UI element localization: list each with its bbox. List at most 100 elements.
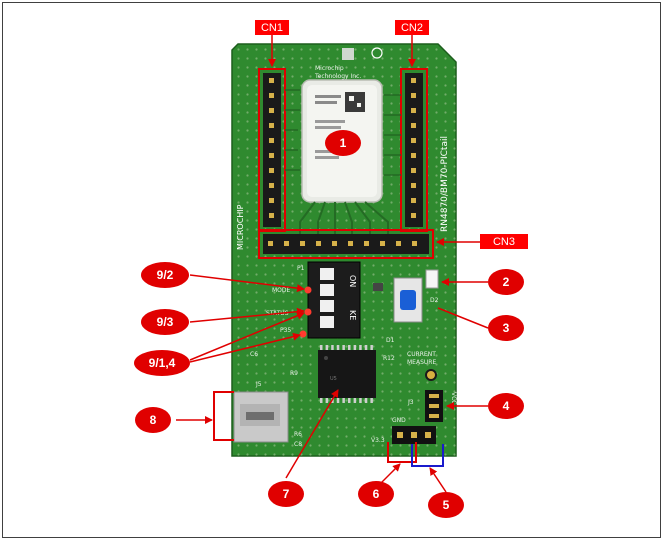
header-pin xyxy=(412,241,417,246)
header-pin xyxy=(269,153,274,158)
header-pin xyxy=(269,138,274,143)
ic-pin xyxy=(342,345,345,350)
callout-8-text: 8 xyxy=(150,413,157,427)
gnd-text: GND xyxy=(392,417,406,424)
header-pin xyxy=(332,241,337,246)
header-pin xyxy=(411,198,416,203)
header-pin xyxy=(411,213,416,218)
header-pin xyxy=(411,78,416,83)
vcc-jumper: VCC J3 xyxy=(407,390,457,422)
ic-pin xyxy=(336,345,340,350)
c6-text: C6 xyxy=(250,351,258,358)
gnd-pin-bracket xyxy=(387,442,417,463)
ic-pin xyxy=(331,345,334,350)
callout-9-3-text: 9/3 xyxy=(157,315,174,329)
callout-6: 6 xyxy=(358,481,394,507)
cn3-tag: CN3 xyxy=(436,234,528,249)
switch-ke-text: KE xyxy=(348,310,357,320)
ic-pin xyxy=(364,398,368,403)
v33-text: V3.3 xyxy=(371,437,385,444)
header-pin xyxy=(411,153,416,158)
cn1-header xyxy=(258,68,300,232)
callout-9-3: 9/3 xyxy=(141,309,189,335)
j5-text: J5 xyxy=(255,381,262,388)
cn1-tag: CN1 xyxy=(255,20,289,67)
ic-pin xyxy=(364,345,368,350)
r6-text: R6 xyxy=(294,431,302,438)
callout-2-text: 2 xyxy=(503,275,510,289)
ic-pin xyxy=(359,345,362,350)
callout-8: 8 xyxy=(135,407,171,433)
ic-pin xyxy=(353,345,357,350)
r9-text: R9 xyxy=(290,370,298,377)
power-switch-part xyxy=(425,269,439,289)
micro-usb-connector: J5 R6 C8 xyxy=(233,381,302,448)
callout-1-text: 1 xyxy=(340,136,347,150)
header-pin xyxy=(348,241,353,246)
ic-pin xyxy=(370,345,373,350)
callout-5: 5 xyxy=(428,492,464,518)
header-pin xyxy=(269,213,274,218)
header-pin xyxy=(411,108,416,113)
header-pin xyxy=(396,241,401,246)
ic-marking: U5 xyxy=(330,376,337,382)
ic-pin xyxy=(370,398,373,403)
c8-board-text: C8 xyxy=(294,441,302,448)
header-pin xyxy=(269,123,274,128)
led-p35 xyxy=(299,330,307,338)
module-vendor-text-2: Technology Inc. xyxy=(314,73,361,80)
callout-3: 3 xyxy=(488,315,524,341)
usb-bracket xyxy=(213,391,234,441)
ic-pin xyxy=(325,345,329,350)
module-vendor-text: Microchip xyxy=(315,65,344,72)
board-part-text: RN4870/BM70-PICtail xyxy=(440,136,450,232)
cn2-tag: CN2 xyxy=(395,20,429,67)
reset-button xyxy=(373,277,423,323)
led-status xyxy=(304,308,312,316)
callout-7-text: 7 xyxy=(283,487,290,501)
callout-9-2-text: 9/2 xyxy=(157,268,174,282)
test-point xyxy=(425,369,437,381)
header-pin xyxy=(284,241,289,246)
vcc-text: VCC xyxy=(450,392,457,404)
d1-text: D1 xyxy=(386,337,395,344)
cn3-header xyxy=(258,229,434,259)
callout-4: 4 xyxy=(488,393,524,419)
header-pin xyxy=(411,168,416,173)
callout-5-text: 5 xyxy=(443,498,450,512)
callout-1: 1 xyxy=(325,130,361,156)
ic-pin xyxy=(320,398,323,403)
header-pin xyxy=(269,183,274,188)
mode-text: MODE xyxy=(272,287,291,294)
led-mode xyxy=(304,286,312,294)
callout-7: 7 xyxy=(268,481,304,507)
switch-on-text: ON xyxy=(348,275,357,287)
header-pin xyxy=(269,78,274,83)
header-pin xyxy=(269,108,274,113)
cn1-label: CN1 xyxy=(261,22,283,34)
measure-text: MEASURE xyxy=(407,359,436,366)
callout-2: 2 xyxy=(488,269,524,295)
j3-text: J3 xyxy=(407,399,414,406)
header-pin xyxy=(411,123,416,128)
board-vendor-text: MICROCHIP xyxy=(236,204,245,250)
usb-uart-ic: U5 xyxy=(318,345,376,403)
r12-text: R12 xyxy=(383,355,395,362)
current-text: CURRENT xyxy=(407,351,436,358)
power-header: GND V3.3 xyxy=(371,417,436,444)
header-pin xyxy=(411,183,416,188)
callout-6-text: 6 xyxy=(373,487,380,501)
header-pin xyxy=(411,138,416,143)
callout-3-text: 3 xyxy=(503,321,510,335)
ic-pin xyxy=(336,398,340,403)
header-pin xyxy=(268,241,273,246)
callout-9-1-4: 9/1,4 xyxy=(134,350,190,376)
cn3-highlight xyxy=(258,229,434,259)
cn2-header xyxy=(384,68,428,232)
d2-text: D2 xyxy=(430,297,439,304)
callout-9-2: 9/2 xyxy=(141,262,189,288)
ic-pin xyxy=(342,398,345,403)
dip-switch: ON KE P1 MODE STATUS P35 xyxy=(266,261,361,339)
header-pin xyxy=(300,241,305,246)
